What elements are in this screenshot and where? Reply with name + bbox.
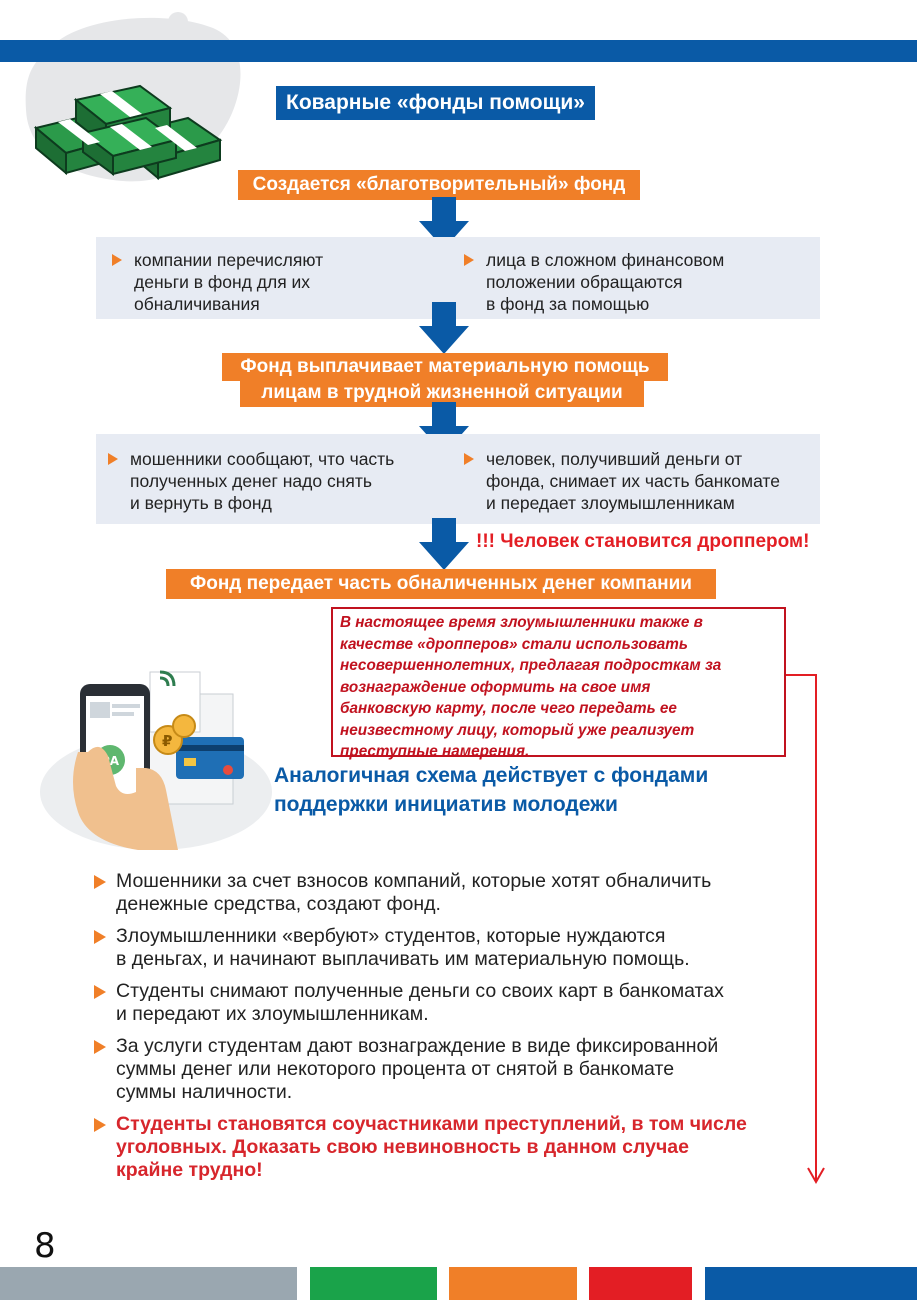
page-number: 8 bbox=[34, 1226, 56, 1266]
info-item-fraudsters: мошенники сообщают, что часть полученных… bbox=[108, 448, 448, 514]
list-item: Злоумышленники «вербуют» студентов, кото… bbox=[94, 925, 794, 971]
footer-bar-gray bbox=[0, 1267, 297, 1300]
list-item-highlight: Студенты становятся соучастниками престу… bbox=[94, 1113, 794, 1182]
bullet-icon bbox=[108, 453, 118, 465]
info-item-companies: компании перечисляют деньги в фонд для и… bbox=[112, 249, 442, 315]
info-item-person: человек, получивший деньги от фонда, сни… bbox=[464, 448, 814, 514]
flow-step-2-line-2: лицам в трудной жизненной ситуации bbox=[240, 379, 644, 407]
list-item: Студенты снимают полученные деньги со св… bbox=[94, 980, 794, 1026]
dropper-warning: !!! Человек становится дроппером! bbox=[476, 531, 810, 552]
footer-bar-blue bbox=[705, 1267, 917, 1300]
top-blue-bar bbox=[0, 40, 917, 62]
bullet-icon bbox=[94, 930, 106, 944]
down-arrow-icon bbox=[419, 402, 469, 454]
bullet-icon bbox=[94, 1040, 106, 1054]
svg-text:₽: ₽ bbox=[162, 732, 172, 750]
section-heading: Аналогичная схема действует с фондами по… bbox=[274, 764, 709, 816]
page-title: Коварные «фонды помощи» bbox=[276, 86, 595, 120]
down-arrow-icon bbox=[419, 518, 469, 570]
scheme-list: Мошенники за счет взносов компаний, кото… bbox=[94, 870, 794, 1191]
bullet-icon bbox=[464, 254, 474, 266]
money-stacks-icon bbox=[33, 84, 223, 181]
footer-bar-green bbox=[310, 1267, 437, 1300]
down-arrow-icon bbox=[419, 197, 469, 249]
down-arrow-icon bbox=[419, 302, 469, 354]
info-block-2: мошенники сообщают, что часть полученных… bbox=[96, 434, 820, 524]
flow-step-2-line-1: Фонд выплачивает материальную помощь bbox=[222, 353, 668, 381]
list-item: За услуги студентам дают вознаграждение … bbox=[94, 1035, 794, 1104]
info-block-1: компании перечисляют деньги в фонд для и… bbox=[96, 237, 820, 319]
list-item: Мошенники за счет взносов компаний, кото… bbox=[94, 870, 794, 916]
bullet-icon bbox=[112, 254, 122, 266]
footer-bar-orange bbox=[449, 1267, 577, 1300]
bullet-icon bbox=[94, 1118, 106, 1132]
flow-step-3: Фонд передает часть обналиченных денег к… bbox=[166, 569, 716, 599]
flow-step-1: Создается «благотворительный» фонд bbox=[238, 170, 640, 200]
info-item-persons: лица в сложном финансовом положении обра… bbox=[464, 249, 804, 315]
phone-payment-illustration: ₽ РА bbox=[40, 670, 272, 850]
bullet-icon bbox=[464, 453, 474, 465]
bullet-icon bbox=[94, 985, 106, 999]
minors-warning-note: В настоящее время злоумышленники также в… bbox=[331, 607, 786, 760]
bullet-icon bbox=[94, 875, 106, 889]
footer-bar-red bbox=[589, 1267, 692, 1300]
